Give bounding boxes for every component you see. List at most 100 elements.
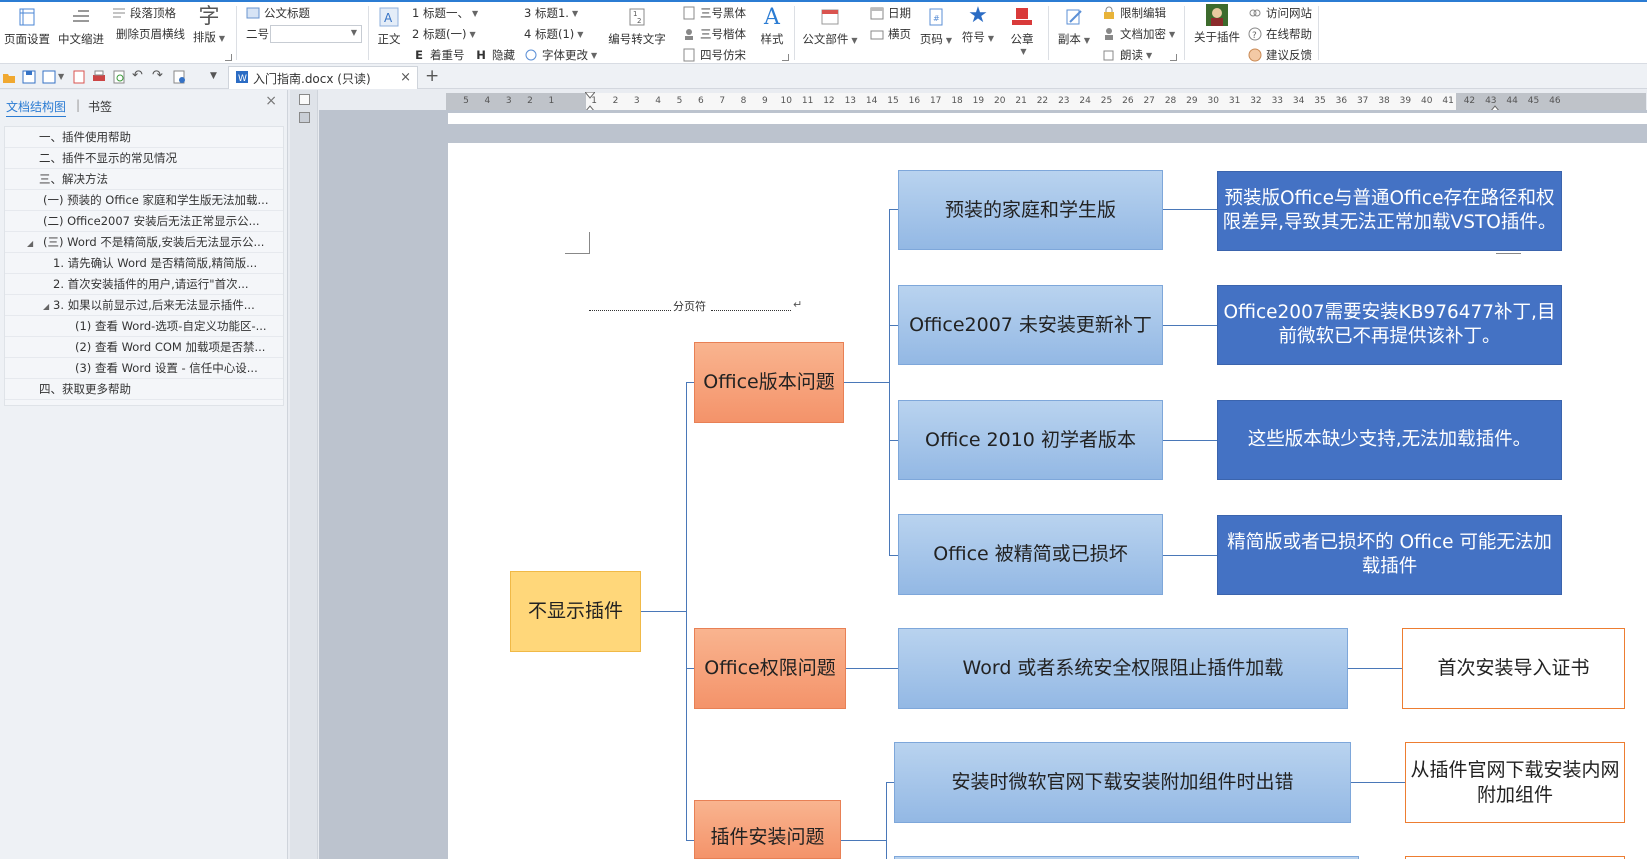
chevron-down-icon[interactable]: ▼ (58, 72, 65, 81)
tab-document-map[interactable]: 文档结构图 (6, 98, 67, 117)
mind-map-desc-office2007[interactable]: Office2007需要安装KB976477补丁,目前微软已不再提供该补丁。 (1217, 285, 1562, 365)
font-size-select[interactable]: ▼ (270, 25, 362, 43)
seal-button[interactable]: 公章 ▼ (1004, 6, 1040, 56)
mind-map-desc-office2010[interactable]: 这些版本缺少支持,无法加载插件。 (1217, 400, 1562, 480)
cn-indent-button[interactable]: 中文缩进 (56, 6, 106, 47)
outline-item[interactable]: (三) Word 不是精简版,安装后无法显示公... (5, 232, 283, 253)
outline-item[interactable]: (2) 查看 Word COM 加载项是否禁... (5, 337, 283, 358)
outline-item[interactable]: (二) Office2007 安装后无法正常显示公... (5, 211, 283, 232)
new-tab-plus-icon[interactable]: + (425, 66, 440, 86)
heading2-button[interactable]: 2 标题(一)▼ (412, 27, 476, 41)
mind-map-category-permission[interactable]: Office权限问题 (694, 628, 846, 709)
mind-map-desc-stripped[interactable]: 精简版或者已损坏的 Office 可能无法加载插件 (1217, 515, 1562, 595)
customize-dropdown-icon[interactable]: ▼ (210, 71, 217, 81)
mind-map-sub-office2010[interactable]: Office 2010 初学者版本 (898, 400, 1163, 480)
page-setup-button[interactable]: 页面设置 (2, 6, 52, 47)
symbol-button[interactable]: ★ 符号▼ (961, 2, 995, 45)
outline-item[interactable]: 3. 如果以前显示过,后来无法显示插件... (5, 295, 283, 316)
online-help-button[interactable]: ?在线帮助 (1248, 25, 1312, 43)
export-pdf-icon[interactable] (72, 70, 86, 84)
print-icon[interactable] (92, 70, 106, 84)
group-launcher[interactable] (782, 54, 789, 61)
about-plugin-button[interactable]: 关于插件 (1190, 4, 1244, 45)
outline-item[interactable]: 1. 请先确认 Word 是否精简版,精简版... (5, 253, 283, 274)
mind-map-sub-preinstalled[interactable]: 预装的家庭和学生版 (898, 170, 1163, 250)
close-icon[interactable]: × (265, 93, 277, 109)
document-outline: 一、插件使用帮助 二、插件不显示的常见情况 三、解决方法 (一) 预装的 Off… (4, 126, 284, 406)
ruler-text-area (586, 93, 1456, 110)
page-number-button[interactable]: # 页码▼ (918, 6, 954, 47)
group-launcher[interactable] (225, 54, 232, 61)
collapse-triangle-icon[interactable]: ◢ (27, 239, 34, 248)
collapse-triangle-icon[interactable]: ◢ (43, 302, 50, 311)
tab-stop-selector[interactable] (299, 94, 310, 105)
mind-map-sub-partial[interactable] (894, 856, 1359, 859)
outline-item[interactable]: 一、插件使用帮助 (5, 127, 283, 148)
right-indent-marker[interactable] (1490, 92, 1500, 112)
outline-item[interactable]: (3) 查看 Word 设置 - 信任中心设... (5, 358, 283, 379)
date-button[interactable]: 日期 (870, 4, 911, 22)
print-preview-icon[interactable] (112, 70, 126, 84)
ruler-number: 38 (1378, 96, 1390, 106)
doc-parts-button[interactable]: 公文部件▼ (800, 6, 860, 47)
body-text-button[interactable]: A 正文 (374, 6, 404, 47)
undo-icon[interactable]: ↶ (132, 68, 143, 83)
copy-button[interactable]: 副本▼ (1054, 6, 1094, 47)
heading4-button[interactable]: 4 标题(1)▼ (524, 27, 584, 41)
heading3-button[interactable]: 3 标题1.▼ (524, 6, 579, 20)
delete-header-line-button[interactable]: 删除页眉横线 (116, 27, 185, 41)
save-as-icon[interactable] (42, 70, 56, 84)
mind-map-root-node[interactable]: 不显示插件 (510, 571, 641, 652)
mind-map-solution-intranet[interactable]: 从插件官网下载安装内网附加组件 (1405, 742, 1625, 823)
style-button[interactable]: A 样式 (760, 4, 784, 47)
group-launcher[interactable] (1170, 54, 1177, 61)
mind-map-solution-partial[interactable] (1405, 856, 1625, 859)
restrict-edit-button[interactable]: 限制编辑 (1102, 4, 1166, 22)
save-icon[interactable] (22, 70, 36, 84)
document-page[interactable] (448, 143, 1647, 859)
doc-encrypt-button[interactable]: 文档加密▼ (1102, 25, 1175, 43)
mind-map-sub-office2007[interactable]: Office2007 未安装更新补丁 (898, 285, 1163, 365)
mind-map-category-version[interactable]: Office版本问题 (694, 342, 844, 423)
redo-icon[interactable]: ↷ (152, 68, 163, 83)
heading1-button[interactable]: 1 标题一、▼ (412, 6, 479, 20)
typeset-button[interactable]: 字 排版▼ (192, 4, 226, 44)
left-indent-marker[interactable] (585, 92, 595, 112)
outline-item[interactable]: 2. 首次安装插件的用户,请运行"首次... (5, 274, 283, 295)
ruler-number: 24 (1079, 96, 1091, 106)
font-kaiti-button[interactable]: 三号楷体 (682, 25, 746, 43)
font-fangsong-button[interactable]: 四号仿宋 (682, 46, 746, 64)
outline-item[interactable]: (一) 预装的 Office 家庭和学生版无法加载... (5, 190, 283, 211)
emphasis-button[interactable]: E 着重号 (412, 46, 464, 64)
font-change-button[interactable]: 字体更改▼ (524, 46, 597, 64)
mind-map-category-install[interactable]: 插件安装问题 (694, 800, 841, 859)
outline-item[interactable]: 三、解决方法 (5, 169, 283, 190)
outline-item[interactable]: (1) 查看 Word-选项-自定义功能区-... (5, 316, 283, 337)
format-painter-icon[interactable] (172, 70, 186, 84)
page-break-line (589, 310, 671, 311)
mind-map-desc-preinstalled[interactable]: 预装版Office与普通Office存在路径和权限差异,导致其无法正常加载VST… (1217, 171, 1562, 251)
official-title-button[interactable]: 公文标题 (246, 4, 310, 22)
document-tab[interactable]: W 入门指南.docx (只读) × (228, 66, 418, 89)
feedback-button[interactable]: 建议反馈 (1248, 46, 1312, 64)
outline-item[interactable]: 四、获取更多帮助 (5, 379, 283, 400)
read-aloud-button[interactable]: 朗读▼ (1102, 46, 1152, 64)
landscape-button[interactable]: 横页 (870, 25, 911, 43)
mind-map-solution-cert[interactable]: 首次安装导入证书 (1402, 628, 1625, 709)
outline-item[interactable]: 二、插件不显示的常见情况 (5, 148, 283, 169)
typeset-char-icon: 字 (198, 4, 220, 28)
para-top-button[interactable]: 段落顶格 (112, 4, 176, 22)
mind-map-sub-security[interactable]: Word 或者系统安全权限阻止插件加载 (898, 628, 1348, 709)
font-heiti-button[interactable]: 三号黑体 (682, 4, 746, 22)
mind-map-sub-stripped[interactable]: Office 被精简或已损坏 (898, 514, 1163, 595)
ruler-number: 43 (1485, 96, 1497, 106)
open-folder-icon[interactable] (2, 70, 16, 84)
visit-site-button[interactable]: 访问网站 (1248, 4, 1312, 22)
close-icon[interactable]: × (400, 70, 411, 85)
hide-button[interactable]: H 隐藏 (474, 46, 515, 64)
mind-map-sub-download-error[interactable]: 安装时微软官网下载安装附加组件时出错 (894, 742, 1351, 823)
tab-bookmarks[interactable]: 书签 (88, 100, 113, 114)
